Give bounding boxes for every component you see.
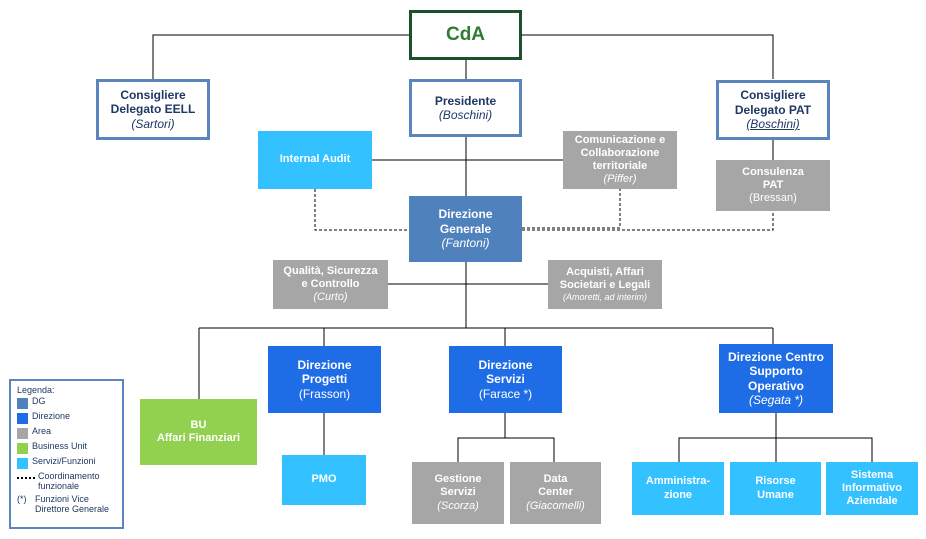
acquisti-name: (Amoretti, ad interim) (562, 292, 648, 303)
acquisti-line1: Acquisti, Affari (566, 265, 644, 278)
consulenza-pat-line1: Consulenza (742, 165, 804, 178)
bu-affari-line2: Affari Finanziari (156, 432, 241, 444)
legend-swatch-direzione (17, 413, 28, 424)
legend-item-dg: DG (17, 396, 118, 409)
cda-label: CdA (445, 23, 486, 45)
legend-label-dg: DG (32, 396, 46, 406)
legend-swatch-dg (17, 398, 28, 409)
bu-affari-line1: BU (190, 418, 207, 431)
data-center-box: Data Center (Giacomelli) (510, 462, 601, 524)
consigliere-pat-line2: Delegato PAT (734, 102, 812, 117)
internal-audit-box: Internal Audit (258, 131, 372, 189)
direzione-progetti-line1: Direzione (297, 357, 352, 372)
direzione-progetti-line2: Progetti (301, 372, 348, 387)
legend-label-area: Area (32, 426, 52, 436)
legend-swatch-business-unit (17, 443, 28, 454)
direzione-generale-box: Direzione Generale (Fantoni) (409, 196, 522, 262)
comunicazione-name: (Piffer) (603, 173, 637, 186)
legend-swatch-area (17, 428, 28, 439)
legend-item-dotted: Coordinamento funzionale (17, 471, 118, 492)
consigliere-pat-name: (Boschini) (746, 117, 800, 132)
amministrazione-box: Amministra- zione (632, 462, 724, 515)
legend-item-direzione: Direzione (17, 411, 118, 424)
risorse-umane-line2: Umane (757, 488, 794, 501)
gestione-servizi-name: (Scorza) (437, 499, 479, 512)
gestione-servizi-line2: Servizi (440, 486, 476, 499)
legend: Legenda: DG Direzione Area Business Unit… (9, 379, 124, 529)
sistema-informativo-line3: Aziendale (846, 495, 898, 508)
presidente-title: Presidente (434, 93, 497, 108)
bu-affari-finanziari-box: BU Affari Finanziari (140, 399, 257, 465)
qualita-box: Qualità, Sicurezza e Controllo (Curto) (273, 260, 388, 309)
direzione-servizi-box: Direzione Servizi (Farace *) (449, 346, 562, 413)
internal-audit-title: Internal Audit (279, 153, 351, 166)
acquisti-box: Acquisti, Affari Societari e Legali (Amo… (548, 260, 662, 309)
legend-label-direzione: Direzione (32, 411, 71, 421)
consigliere-pat-box: Consigliere Delegato PAT (Boschini) (716, 80, 830, 140)
qualita-line1: Qualità, Sicurezza (283, 264, 378, 277)
direzione-centro-line3: Operativo (747, 378, 804, 393)
consigliere-eell-line1: Consigliere (120, 87, 186, 102)
direzione-centro-box: Direzione Centro Supporto Operativo (Seg… (719, 344, 833, 413)
direzione-centro-name: (Segata *) (748, 392, 804, 407)
risorse-umane-box: Risorse Umane (730, 462, 821, 515)
legend-title: Legenda: (17, 385, 55, 395)
direzione-centro-line2: Supporto (749, 364, 803, 379)
acquisti-line2: Societari e Legali (559, 279, 651, 292)
legend-label-servizi: Servizi/Funzioni (32, 456, 96, 466)
direzione-centro-line1: Direzione Centro (727, 349, 824, 364)
direzione-servizi-line1: Direzione (478, 357, 533, 372)
direzione-progetti-name: (Frasson) (298, 386, 351, 401)
legend-label-asterisk: Funzioni Vice Direttore Generale (35, 493, 110, 514)
risorse-umane-line1: Risorse (755, 475, 796, 488)
legend-label-business-unit: Business Unit (32, 441, 88, 451)
sistema-informativo-line1: Sistema (850, 468, 894, 481)
legend-asterisk-mark: (*) (17, 493, 27, 504)
pmo-title: PMO (311, 473, 337, 486)
direzione-progetti-box: Direzione Progetti (Frasson) (268, 346, 381, 413)
direzione-servizi-line2: Servizi (486, 372, 525, 387)
legend-dotted-line (17, 477, 35, 479)
qualita-name: (Curto) (313, 291, 348, 304)
pmo-box: PMO (282, 455, 366, 505)
data-center-line2: Center (538, 486, 573, 499)
consulenza-pat-box: Consulenza PAT (Bressan) (716, 160, 830, 211)
direzione-servizi-name: (Farace *) (478, 386, 533, 401)
legend-swatch-servizi (17, 458, 28, 469)
legend-item-area: Area (17, 426, 118, 439)
presidente-name: (Boschini) (438, 108, 493, 122)
comunicazione-line2: Collaborazione (580, 146, 660, 159)
comunicazione-box: Comunicazione e Collaborazione territori… (563, 131, 677, 189)
comunicazione-line3: territoriale (592, 160, 648, 172)
data-center-line1: Data (543, 473, 568, 486)
consigliere-eell-box: Consigliere Delegato EELL (Sartori) (96, 79, 210, 140)
consulenza-pat-line2: PAT (762, 178, 784, 191)
qualita-line2: e Controllo (301, 277, 360, 290)
sistema-informativo-box: Sistema Informativo Aziendale (826, 462, 918, 515)
comunicazione-line1: Comunicazione e (574, 133, 666, 146)
consigliere-eell-line2: Delegato EELL (110, 102, 196, 117)
sistema-informativo-line2: Informativo (842, 481, 902, 494)
direzione-generale-line2: Generale (439, 221, 492, 236)
data-center-name: (Giacomelli) (526, 499, 585, 512)
gestione-servizi-box: Gestione Servizi (Scorza) (412, 462, 504, 524)
consigliere-eell-name: (Sartori) (131, 116, 175, 131)
presidente-box: Presidente (Boschini) (409, 79, 522, 137)
amministrazione-line2: zione (663, 488, 693, 501)
direzione-generale-name: (Fantoni) (441, 236, 490, 251)
legend-label-dotted: Coordinamento funzionale (38, 471, 100, 491)
consigliere-pat-line1: Consigliere (740, 88, 806, 103)
legend-item-business-unit: Business Unit (17, 441, 118, 454)
cda-box: CdA (409, 10, 522, 60)
direzione-generale-line1: Direzione (438, 207, 493, 222)
legend-item-servizi: Servizi/Funzioni (17, 456, 118, 469)
gestione-servizi-line1: Gestione (434, 473, 482, 486)
legend-item-asterisk: (*) Funzioni Vice Direttore Generale (17, 493, 118, 515)
amministrazione-line1: Amministra- (645, 475, 711, 488)
consulenza-pat-name: (Bressan) (749, 192, 797, 205)
